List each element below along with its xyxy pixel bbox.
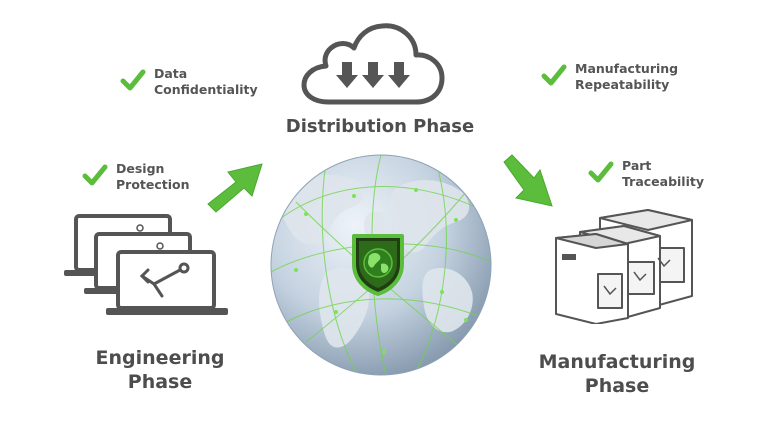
engineering-phase-label: Engineering Phase [95,347,225,393]
laptop-icon [62,210,232,322]
shield-globe-icon [350,230,406,296]
arrow-up-right-icon [202,160,268,216]
checkmark-icon [120,69,146,91]
benefit-manufacturing-repeatability: Manufacturing Repeatability [541,61,678,93]
printer-icon [552,208,698,324]
benefit-label: Design Protection [116,161,190,192]
benefit-label: Data Confidentiality [154,66,258,97]
manufacturing-phase-label: Manufacturing Phase [538,351,696,397]
checkmark-icon [541,64,567,86]
benefit-data-confidentiality: Data Confidentiality [120,66,258,98]
benefit-label: Part Traceability [622,158,705,189]
arrow-down-right-icon [496,152,556,210]
checkmark-icon [588,161,614,183]
benefit-label: Manufacturing Repeatability [575,61,679,92]
distribution-phase-label: Distribution Phase [285,116,475,137]
checkmark-icon [82,164,108,186]
cloud-download-icon [300,20,446,108]
benefit-design-protection: Design Protection [82,161,190,193]
benefit-part-traceability: Part Traceability [588,158,704,190]
